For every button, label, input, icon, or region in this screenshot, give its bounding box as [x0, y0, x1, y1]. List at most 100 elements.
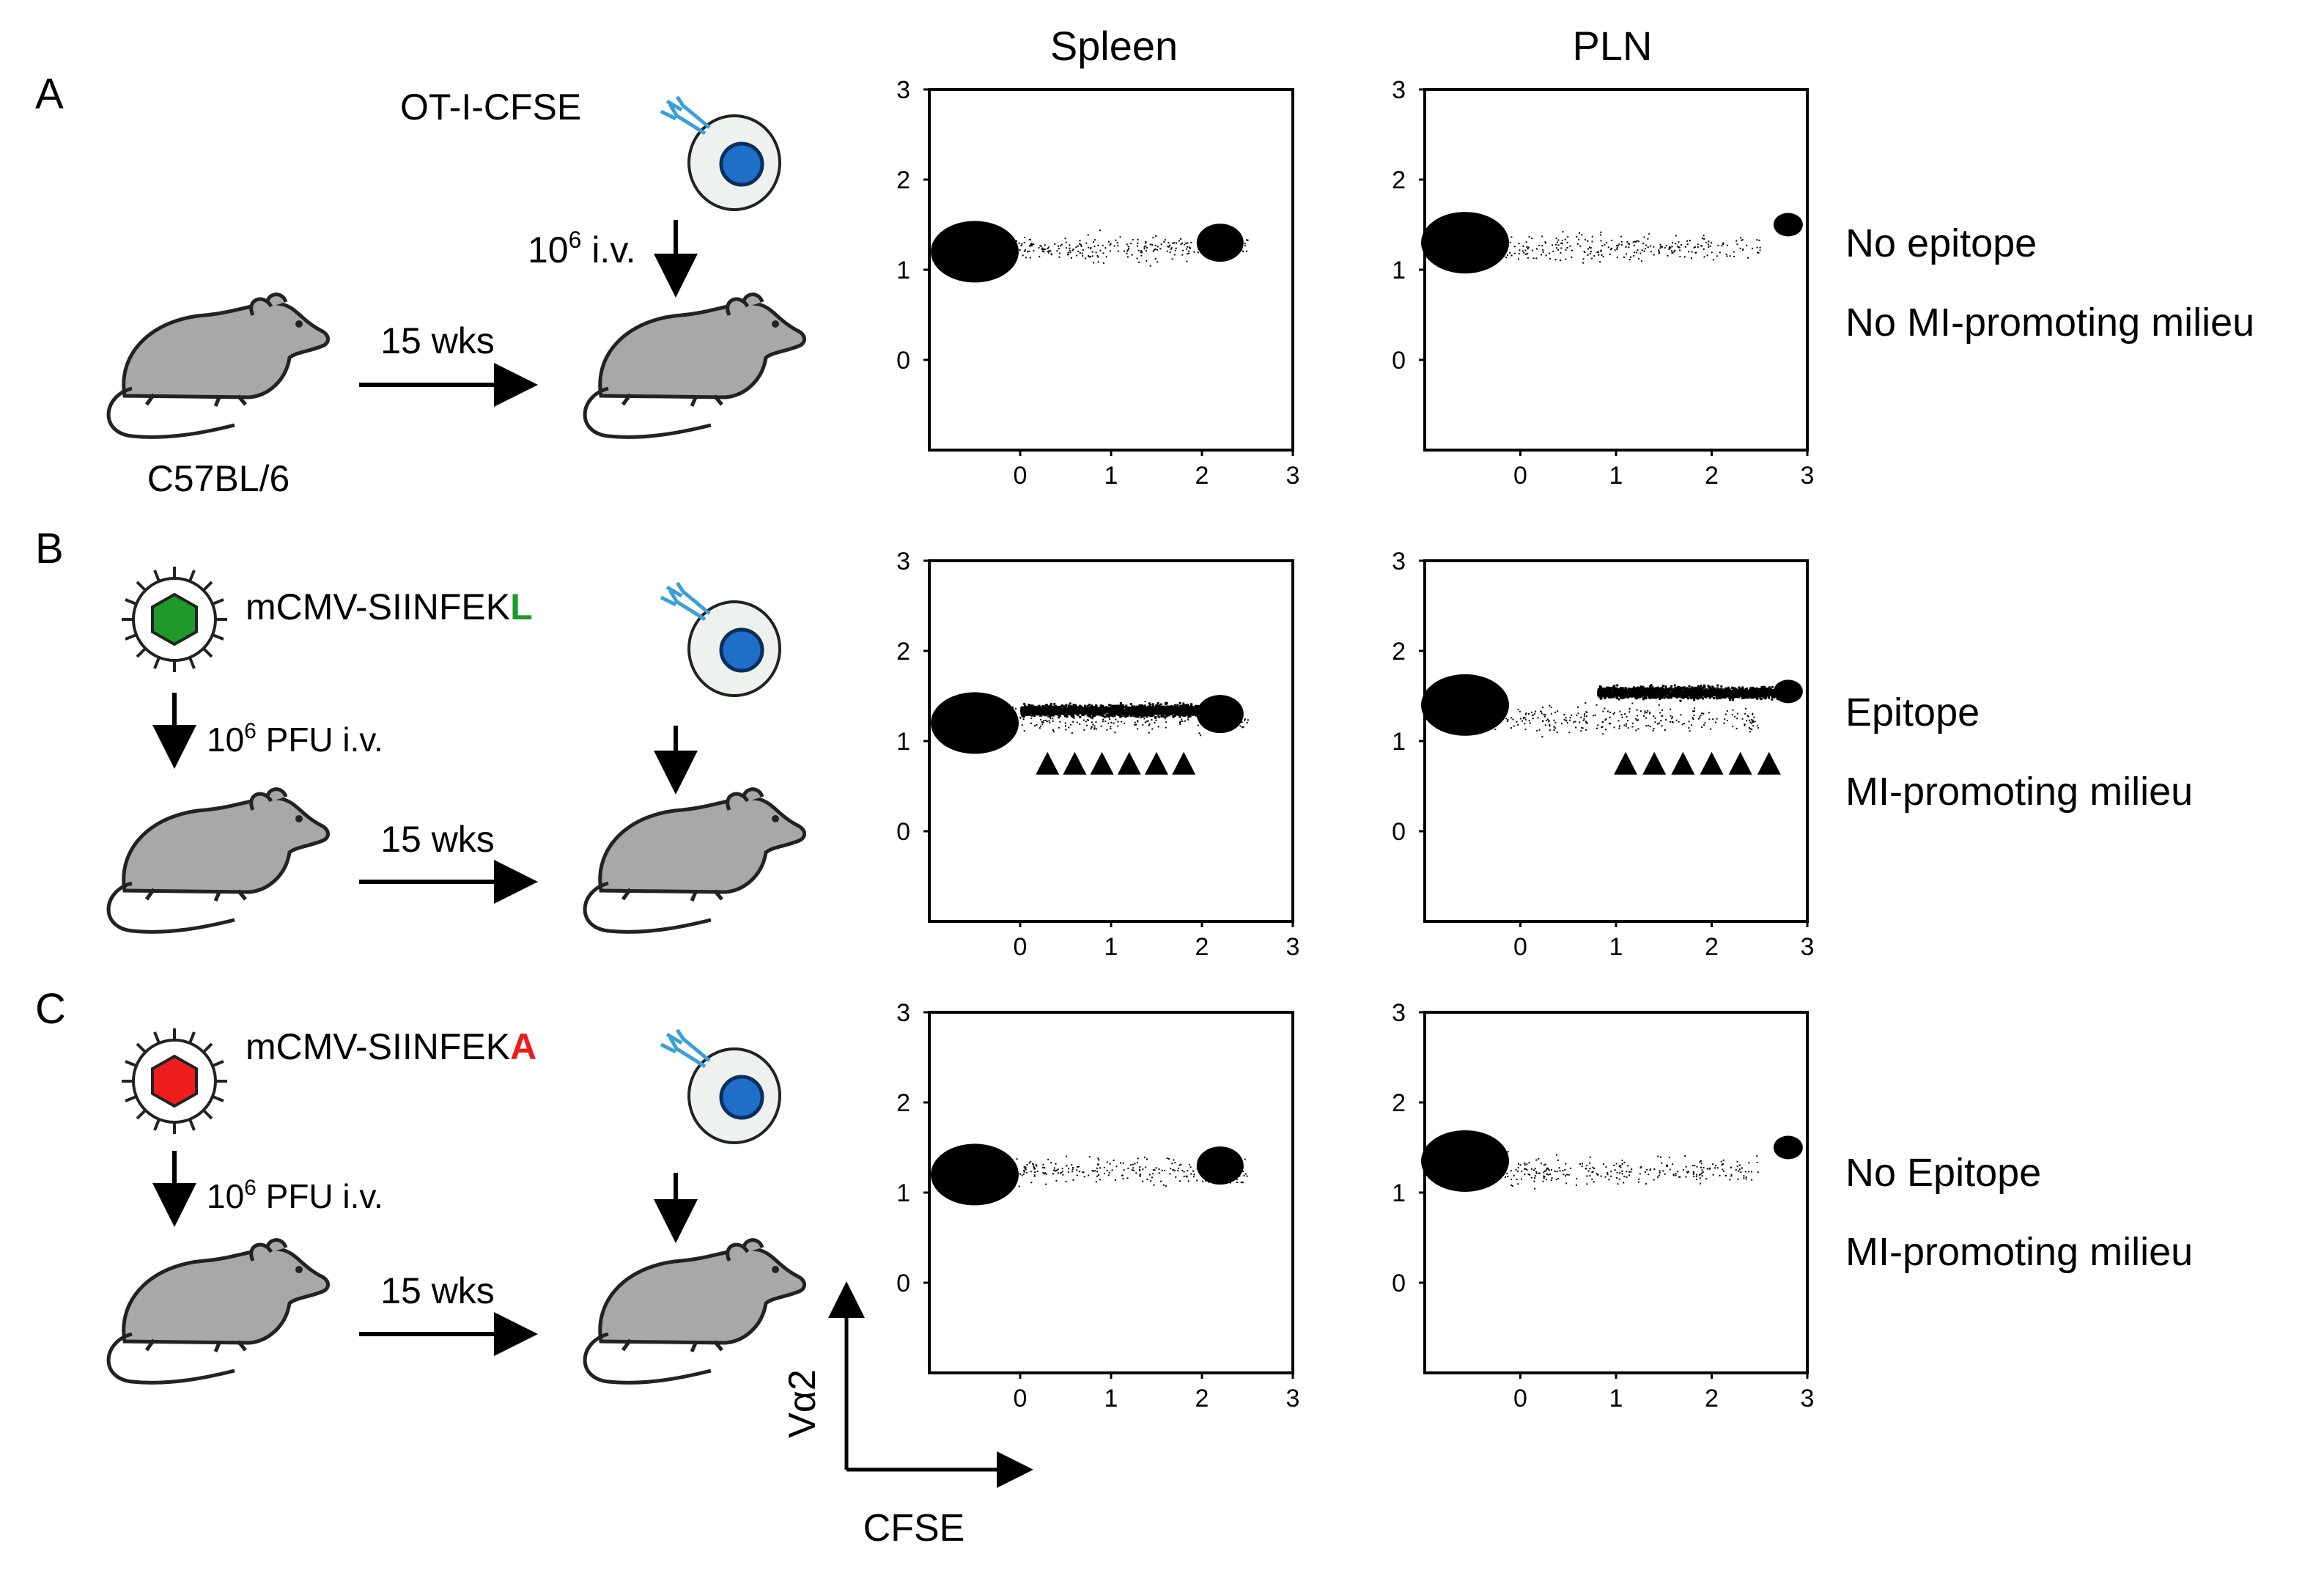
y-tick-label: 1: [896, 728, 910, 756]
division-peak-marker: [1700, 751, 1724, 775]
x-tick-label: 1: [1104, 1385, 1118, 1412]
panel-letter: C: [35, 985, 66, 1033]
dose-label: 106 i.v.: [528, 226, 636, 270]
y-tick-label: 2: [896, 166, 910, 194]
duration-label: 15 wks: [380, 1270, 495, 1311]
y-tick-label: 0: [896, 818, 910, 846]
division-peak-marker: [1063, 751, 1087, 775]
column-header-pln: PLN: [1573, 23, 1653, 69]
mouse-icon: [108, 295, 328, 438]
division-peak-marker: [1090, 751, 1114, 775]
t-cell-icon: [661, 1030, 780, 1143]
construct-label: mCMV-SIINFEKA: [246, 1026, 536, 1067]
y-tick-label: 0: [896, 1270, 910, 1297]
scatter-dots: [957, 701, 1249, 738]
y-tick-label: 0: [896, 347, 910, 375]
division-peak-marker: [1036, 751, 1060, 775]
x-tick-label: 3: [1801, 933, 1815, 961]
duration-label: 15 wks: [380, 320, 495, 361]
y-tick-label: 0: [1392, 347, 1406, 375]
y-tick-label: 1: [896, 257, 910, 284]
t-cell-icon: [661, 97, 780, 210]
y-tick-label: 2: [1392, 638, 1406, 666]
x-tick-label: 1: [1104, 462, 1118, 490]
mouse-icon: [108, 1240, 328, 1383]
y-tick-label: 3: [1392, 76, 1406, 104]
x-tick-label: 2: [1195, 933, 1209, 961]
x-tick-label: 0: [1014, 462, 1028, 490]
division-peak-marker: [1671, 751, 1695, 775]
scatter-dots: [959, 229, 1249, 267]
y-axis-label: Vα2: [781, 1369, 824, 1438]
x-tick-label: 3: [1286, 933, 1300, 961]
mouse-icon: [585, 1240, 804, 1383]
mouse-icon: [585, 789, 804, 932]
condition-label-1: No Epitope: [1845, 1151, 2041, 1195]
row-c: C mCMV-SIINFEKA 106 PFU i.v. 15 wks No E…: [35, 985, 2193, 1382]
x-tick-label: 1: [1609, 462, 1623, 490]
x-tick-label: 2: [1705, 1385, 1719, 1412]
virus-icon: [120, 1027, 229, 1135]
y-tick-label: 2: [896, 1089, 910, 1117]
condition-label-2: MI-promoting milieu: [1845, 1230, 2193, 1274]
y-tick-label: 0: [1392, 1270, 1406, 1297]
division-peak-marker: [1172, 751, 1196, 775]
x-tick-label: 0: [1513, 1385, 1527, 1412]
division-peak-marker: [1614, 751, 1638, 775]
condition-label-2: MI-promoting milieu: [1845, 770, 2193, 814]
y-tick-label: 3: [1392, 548, 1406, 575]
x-tick-label: 0: [1513, 462, 1527, 490]
x-axis-label: CFSE: [863, 1507, 965, 1550]
scatter-dots: [1445, 683, 1800, 738]
condition-label-1: No epitope: [1845, 221, 2037, 265]
row-a: A OT-I-CFSE 106 i.v. 15 wks C57BL/6 No e…: [35, 70, 2254, 499]
dose-label: 106 PFU i.v.: [207, 719, 383, 759]
column-header-spleen: Spleen: [1050, 23, 1178, 69]
x-tick-label: 1: [1104, 933, 1118, 961]
division-peak-marker: [1757, 751, 1781, 775]
panel-letter: A: [35, 70, 64, 118]
panel-letter: B: [35, 525, 64, 572]
x-tick-label: 2: [1195, 1385, 1209, 1412]
y-tick-label: 3: [896, 548, 910, 575]
virus-icon: [120, 565, 229, 674]
y-tick-label: 2: [896, 638, 910, 666]
condition-label-2: No MI-promoting milieu: [1845, 301, 2254, 345]
y-tick-label: 1: [1392, 257, 1406, 284]
x-tick-label: 0: [1014, 933, 1028, 961]
y-tick-label: 2: [1392, 166, 1406, 194]
y-tick-label: 1: [1392, 728, 1406, 756]
x-tick-label: 2: [1705, 933, 1719, 961]
y-tick-label: 3: [896, 76, 910, 104]
condition-label-1: Epitope: [1845, 690, 1980, 734]
duration-label: 15 wks: [380, 819, 495, 860]
construct-label: mCMV-SIINFEKL: [246, 586, 533, 627]
mouse-icon: [585, 295, 804, 438]
division-peak-marker: [1145, 751, 1168, 775]
scatter-plot-b-spleen: 0 1 2 3 0 1 2 3: [896, 548, 1299, 961]
division-peak-marker: [1728, 751, 1752, 775]
x-tick-label: 3: [1801, 1385, 1815, 1412]
division-peak-marker: [1642, 751, 1667, 775]
plot-frame: [1423, 1011, 1809, 1374]
y-tick-label: 3: [896, 999, 910, 1027]
construct-label: OT-I-CFSE: [400, 86, 581, 128]
x-tick-label: 0: [1513, 933, 1527, 961]
x-tick-label: 3: [1286, 462, 1300, 490]
x-tick-label: 1: [1609, 1385, 1623, 1412]
mouse-icon: [108, 789, 328, 932]
x-tick-label: 3: [1801, 462, 1815, 490]
t-cell-icon: [661, 583, 780, 696]
axis-guide: Vα2 CFSE: [781, 1281, 1033, 1550]
y-tick-label: 0: [1392, 818, 1406, 846]
x-tick-label: 0: [1014, 1385, 1028, 1412]
division-peak-marker: [1117, 751, 1141, 775]
row-b: B mCMV-SIINFEKL 106 PFU i.v. 15 wks Epit…: [35, 525, 2193, 932]
